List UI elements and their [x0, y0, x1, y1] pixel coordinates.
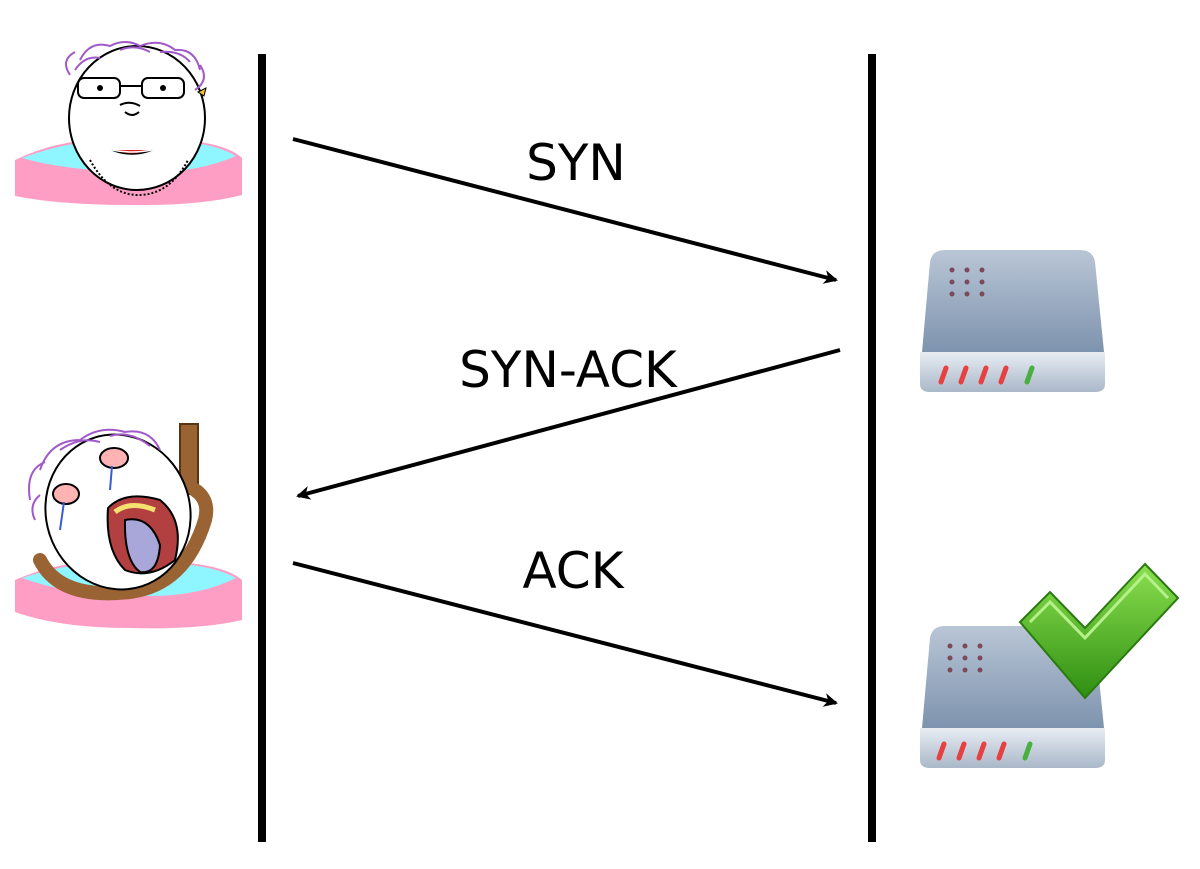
ack-arrow: [292, 561, 838, 707]
client-avatar-distressed: [15, 423, 242, 629]
syn-ack-arrow: [296, 348, 841, 500]
checkmark-icon: [1018, 562, 1180, 700]
syn-arrow: [292, 137, 838, 284]
client-avatar-happy: [15, 41, 242, 206]
server-icon: [920, 250, 1105, 392]
syn-ack-label: SYN-ACK: [459, 341, 678, 399]
ack-label: ACK: [522, 542, 624, 600]
syn-label: SYN: [526, 134, 626, 192]
